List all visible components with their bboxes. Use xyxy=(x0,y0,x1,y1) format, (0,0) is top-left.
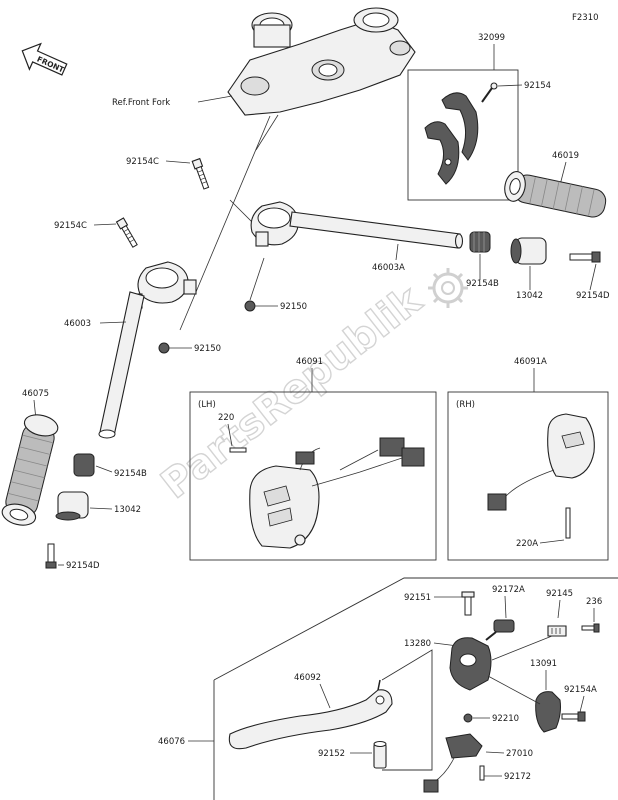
bolt-92154D-l xyxy=(45,543,57,569)
label-46091: 46091 xyxy=(296,357,323,367)
lever-frame xyxy=(381,649,433,771)
label-92152: 92152 xyxy=(318,749,345,759)
rh-switch-part xyxy=(487,413,595,539)
lh-switch-part xyxy=(229,437,425,549)
label-46003A: 46003A xyxy=(372,263,405,273)
lower-assembly-frame xyxy=(213,577,618,800)
washer-92210 xyxy=(463,713,473,723)
label-92150-a: 92150 xyxy=(280,302,307,312)
label-ref-front-fork: Ref.Front Fork xyxy=(112,98,170,108)
label-92172: 92172 xyxy=(504,772,531,782)
label-32099: 32099 xyxy=(478,33,505,43)
label-92151: 92151 xyxy=(404,593,431,603)
label-92154C-a: 92154C xyxy=(126,157,159,167)
bolt-92154C-a xyxy=(191,157,210,190)
screw-236 xyxy=(581,623,600,633)
bolt-92154D-r xyxy=(569,251,601,263)
bolt-92150-a xyxy=(244,300,256,312)
label-13042-r: 13042 xyxy=(516,291,543,301)
watermark-gear-icon xyxy=(428,268,468,308)
label-46075: 46075 xyxy=(22,389,49,399)
box-lh-switch xyxy=(189,391,437,561)
label-92154C-b: 92154C xyxy=(54,221,87,231)
label-13280: 13280 xyxy=(404,639,431,649)
label-92145: 92145 xyxy=(546,589,573,599)
label-92150-b: 92150 xyxy=(194,344,221,354)
throttle-case-part xyxy=(424,82,498,185)
label-92154B-r: 92154B xyxy=(466,279,499,289)
bolt-92154C-b xyxy=(115,217,138,248)
end-weight-left xyxy=(73,453,95,477)
label-220A: 220A xyxy=(516,539,538,549)
front-arrow-icon: FRONT xyxy=(21,42,68,76)
clamp-13091 xyxy=(487,675,561,733)
label-46019: 46019 xyxy=(552,151,579,161)
end-weight-right xyxy=(469,231,491,253)
box-rh-label: (RH) xyxy=(456,400,475,410)
label-92154D-r: 92154D xyxy=(576,291,610,301)
label-220: 220 xyxy=(218,413,234,423)
end-cap-left xyxy=(55,491,89,521)
pivot-92152 xyxy=(373,741,387,769)
box-lh-label: (LH) xyxy=(198,400,216,410)
label-92210: 92210 xyxy=(492,714,519,724)
left-handlebar xyxy=(98,261,197,439)
box-throttle-case xyxy=(407,69,519,201)
label-13042-l: 13042 xyxy=(114,505,141,515)
label-92154B-l: 92154B xyxy=(114,469,147,479)
label-46091A: 46091A xyxy=(514,357,547,367)
label-92154D-l: 92154D xyxy=(66,561,100,571)
label-236: 236 xyxy=(586,597,602,607)
end-cap-right xyxy=(510,237,547,265)
spring-92145 xyxy=(547,625,567,637)
bolt-92154A xyxy=(561,711,586,722)
screw-92172 xyxy=(479,765,485,781)
label-92154-top: 92154 xyxy=(524,81,551,91)
figure-code: F2310 xyxy=(572,13,599,23)
bolt-92151 xyxy=(461,591,475,616)
box-rh-switch xyxy=(447,391,609,561)
brake-lever-46092 xyxy=(228,679,393,750)
label-92172A: 92172A xyxy=(492,585,525,595)
lever-holder-13280 xyxy=(449,635,553,691)
adjuster-92172A xyxy=(485,619,515,641)
top-triple-clamp xyxy=(227,7,416,116)
label-46092: 46092 xyxy=(294,673,321,683)
right-handlebar xyxy=(250,201,464,249)
label-27010: 27010 xyxy=(506,749,533,759)
label-46003: 46003 xyxy=(64,319,91,329)
bolt-92150-b xyxy=(158,342,170,354)
label-13091: 13091 xyxy=(530,659,557,669)
left-grip xyxy=(1,414,59,526)
label-92154A: 92154A xyxy=(564,685,597,695)
label-46076: 46076 xyxy=(158,737,185,747)
right-grip xyxy=(504,171,607,218)
brake-switch-27010 xyxy=(423,733,483,793)
